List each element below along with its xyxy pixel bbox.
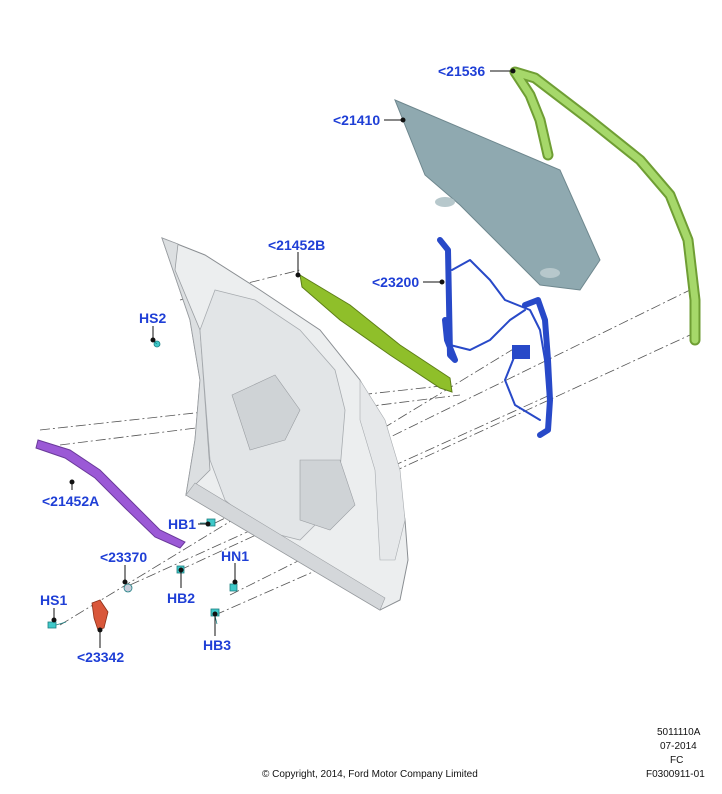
door-glass-21410 bbox=[394, 99, 601, 291]
diagram-code: 5011110A bbox=[657, 727, 701, 738]
callout-hb1: HB1 bbox=[168, 516, 196, 532]
glass-run-channel-21536 bbox=[509, 66, 701, 346]
callout-hn1: HN1 bbox=[221, 548, 249, 564]
diagram-date: 07-2014 bbox=[660, 741, 697, 752]
nut-hn1-icon bbox=[229, 583, 238, 592]
diagram-fc: FC bbox=[670, 755, 684, 766]
callout-hb2: HB2 bbox=[167, 590, 195, 606]
callout-23342: <23342 bbox=[77, 649, 124, 665]
clip-23370-icon bbox=[123, 583, 133, 593]
callout-hs1: HS1 bbox=[40, 592, 67, 608]
bracket-23342 bbox=[91, 599, 109, 631]
callout-hs2: HS2 bbox=[139, 310, 166, 326]
copyright: © Copyright, 2014, Ford Motor Company Li… bbox=[262, 769, 478, 780]
callout-hb3: HB3 bbox=[203, 637, 231, 653]
window-regulator-23200 bbox=[437, 237, 553, 438]
diagram-ref: F0300911-01 bbox=[646, 769, 705, 780]
door-panel bbox=[161, 237, 409, 611]
leader-lines bbox=[51, 68, 516, 648]
callout-23370: <23370 bbox=[100, 549, 147, 565]
callout-21452b: <21452B bbox=[268, 237, 325, 253]
belt-weatherstrip-21452B bbox=[299, 274, 453, 393]
belt-weatherstrip-21452A bbox=[35, 439, 186, 549]
callout-21410: <21410 bbox=[333, 112, 380, 128]
screw-hs1-icon bbox=[47, 621, 67, 629]
callout-23200: <23200 bbox=[372, 274, 419, 290]
callout-21452a: <21452A bbox=[42, 493, 99, 509]
callout-21536: <21536 bbox=[438, 63, 485, 79]
